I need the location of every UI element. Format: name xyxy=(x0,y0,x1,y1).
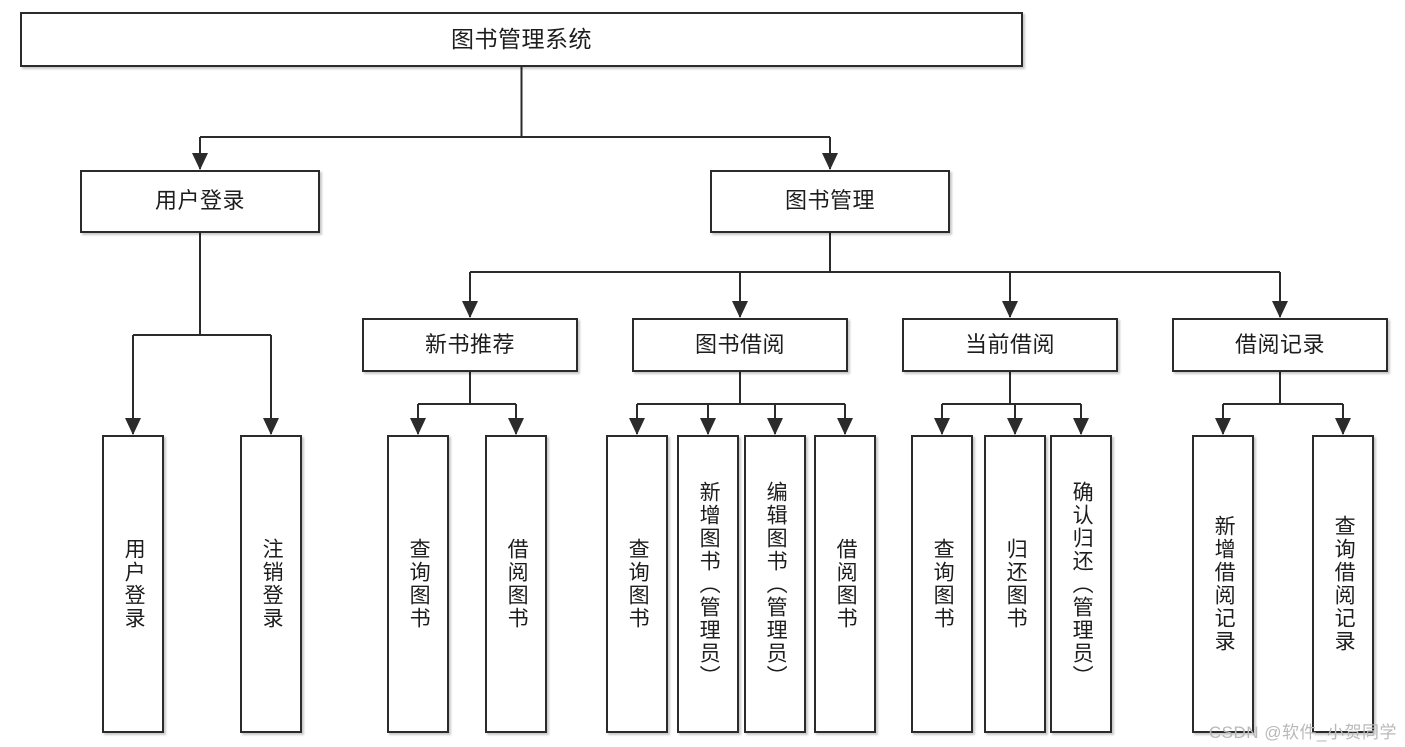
leaf-query-book-1[interactable]: 查询图书 xyxy=(387,435,449,733)
node-borrow-record[interactable]: 借阅记录 xyxy=(1172,318,1388,372)
leaf-query-borrow-record[interactable]: 查询借阅记录 xyxy=(1312,435,1374,733)
leaf-add-book[interactable]: 新增图书（管理员） xyxy=(677,435,739,733)
leaf-edit-book[interactable]: 编辑图书（管理员） xyxy=(744,435,806,733)
leaf-add-borrow-record-label: 新增借阅记录 xyxy=(1212,515,1236,653)
leaf-borrow-book-1[interactable]: 借阅图书 xyxy=(485,435,547,733)
leaf-query-book-3[interactable]: 查询图书 xyxy=(911,435,973,733)
node-root-label: 图书管理系统 xyxy=(451,26,592,53)
leaf-logout-label: 注销登录 xyxy=(260,538,284,630)
leaf-logout[interactable]: 注销登录 xyxy=(240,435,302,733)
leaf-query-book-2-label: 查询图书 xyxy=(626,538,650,630)
leaf-query-book-1-label: 查询图书 xyxy=(407,538,431,630)
node-current-borrow[interactable]: 当前借阅 xyxy=(902,318,1118,372)
leaf-query-book-2[interactable]: 查询图书 xyxy=(606,435,668,733)
leaf-return-book[interactable]: 归还图书 xyxy=(984,435,1046,733)
node-user-login-label: 用户登录 xyxy=(154,188,245,214)
leaf-return-book-label: 归还图书 xyxy=(1004,538,1028,630)
leaf-query-borrow-record-label: 查询借阅记录 xyxy=(1332,515,1356,653)
node-user-login[interactable]: 用户登录 xyxy=(80,170,320,233)
leaf-borrow-book-2-label: 借阅图书 xyxy=(834,538,858,630)
leaf-borrow-book-2[interactable]: 借阅图书 xyxy=(814,435,876,733)
leaf-user-login-label: 用户登录 xyxy=(122,538,146,630)
node-book-borrow-label: 图书借阅 xyxy=(694,331,785,357)
node-book-manage[interactable]: 图书管理 xyxy=(710,170,950,233)
leaf-confirm-return-label: 确认归还（管理员） xyxy=(1070,480,1094,688)
node-new-book-recommend[interactable]: 新书推荐 xyxy=(362,318,578,372)
node-book-manage-label: 图书管理 xyxy=(784,188,875,214)
node-root[interactable]: 图书管理系统 xyxy=(20,12,1023,67)
leaf-edit-book-label: 编辑图书（管理员） xyxy=(764,480,788,688)
node-new-book-recommend-label: 新书推荐 xyxy=(424,331,515,357)
node-borrow-record-label: 借阅记录 xyxy=(1234,331,1325,357)
leaf-add-borrow-record[interactable]: 新增借阅记录 xyxy=(1192,435,1254,733)
watermark: CSDN @软件_小贺同学 xyxy=(1208,723,1397,742)
leaf-add-book-label: 新增图书（管理员） xyxy=(697,480,721,688)
leaf-query-book-3-label: 查询图书 xyxy=(931,538,955,630)
leaf-confirm-return[interactable]: 确认归还（管理员） xyxy=(1050,435,1112,733)
node-book-borrow[interactable]: 图书借阅 xyxy=(632,318,848,372)
leaf-user-login[interactable]: 用户登录 xyxy=(102,435,164,733)
leaf-borrow-book-1-label: 借阅图书 xyxy=(505,538,529,630)
node-current-borrow-label: 当前借阅 xyxy=(964,331,1055,357)
